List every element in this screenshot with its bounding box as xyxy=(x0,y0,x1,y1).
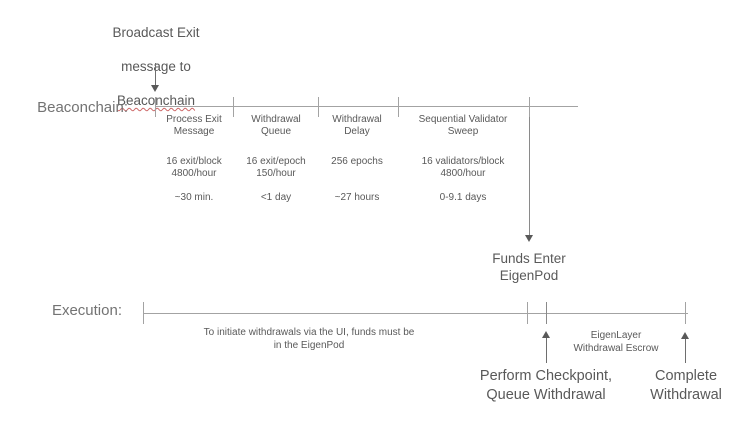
segment-rate: 256 epochs xyxy=(331,156,383,167)
beaconchain-row-label: Beaconchain: xyxy=(37,99,128,116)
execution-row-label: Execution: xyxy=(51,302,122,319)
execution-timeline xyxy=(143,313,688,314)
segment-rate: 16 exit/epoch 150/hour xyxy=(246,156,306,179)
segment-duration: ~27 hours xyxy=(334,192,380,203)
execution-tick-3 xyxy=(546,302,547,324)
execution-tick-4 xyxy=(685,302,686,324)
segment-title: Withdrawal Delay xyxy=(332,114,382,137)
complete-withdrawal-label: Complete Withdrawal xyxy=(650,368,722,403)
segment-duration: 0-9.1 days xyxy=(439,192,487,203)
ui-initiate-withdrawals-note: To initiate withdrawals via the UI, fund… xyxy=(203,327,415,351)
beaconchain-tick-5 xyxy=(529,97,530,117)
funds-enter-arrow-stem xyxy=(529,117,530,236)
segment-duration: ~30 min. xyxy=(174,192,214,203)
segment-withdrawal-queue: Withdrawal Queue 16 exit/epoch 150/hour … xyxy=(210,114,342,203)
broadcast-exit-line2: message to xyxy=(121,59,191,74)
segment-rate: 16 validators/block 4800/hour xyxy=(421,156,505,179)
eigenlayer-withdrawal-escrow-label: EigenLayer Withdrawal Escrow xyxy=(573,330,659,354)
funds-enter-arrow-head-icon xyxy=(525,235,533,242)
segment-title: Process Exit Message xyxy=(166,114,222,137)
segment-title: Withdrawal Queue xyxy=(251,114,301,137)
broadcast-exit-line1: Broadcast Exit xyxy=(112,25,200,40)
broadcast-arrow-stem xyxy=(155,63,156,86)
beaconchain-timeline xyxy=(155,106,578,107)
segment-process-exit-message: Process Exit Message 16 exit/block 4800/… xyxy=(128,114,260,203)
beaconchain-tick-2 xyxy=(233,97,234,117)
perform-checkpoint-arrow-stem xyxy=(546,338,547,363)
segment-rate: 16 exit/block 4800/hour xyxy=(166,156,222,179)
segment-title: Sequential Validator Sweep xyxy=(418,114,508,137)
beaconchain-tick-1 xyxy=(155,97,156,117)
perform-checkpoint-arrow-head-icon xyxy=(542,331,550,338)
execution-tick-2 xyxy=(527,302,528,324)
broadcast-arrow-head-icon xyxy=(151,85,159,92)
perform-checkpoint-label: Perform Checkpoint, Queue Withdrawal xyxy=(479,368,613,403)
complete-withdrawal-arrow-head-icon xyxy=(681,332,689,339)
funds-enter-eigenpod-label: Funds Enter EigenPod xyxy=(492,251,566,283)
segment-sequential-validator-sweep: Sequential Validator Sweep 16 validators… xyxy=(397,114,529,203)
beaconchain-tick-4 xyxy=(398,97,399,117)
complete-withdrawal-arrow-stem xyxy=(685,339,686,363)
execution-tick-1 xyxy=(143,302,144,324)
segment-duration: <1 day xyxy=(260,192,292,203)
beaconchain-tick-3 xyxy=(318,97,319,117)
segment-withdrawal-delay: Withdrawal Delay 256 epochs ~27 hours xyxy=(291,114,423,203)
